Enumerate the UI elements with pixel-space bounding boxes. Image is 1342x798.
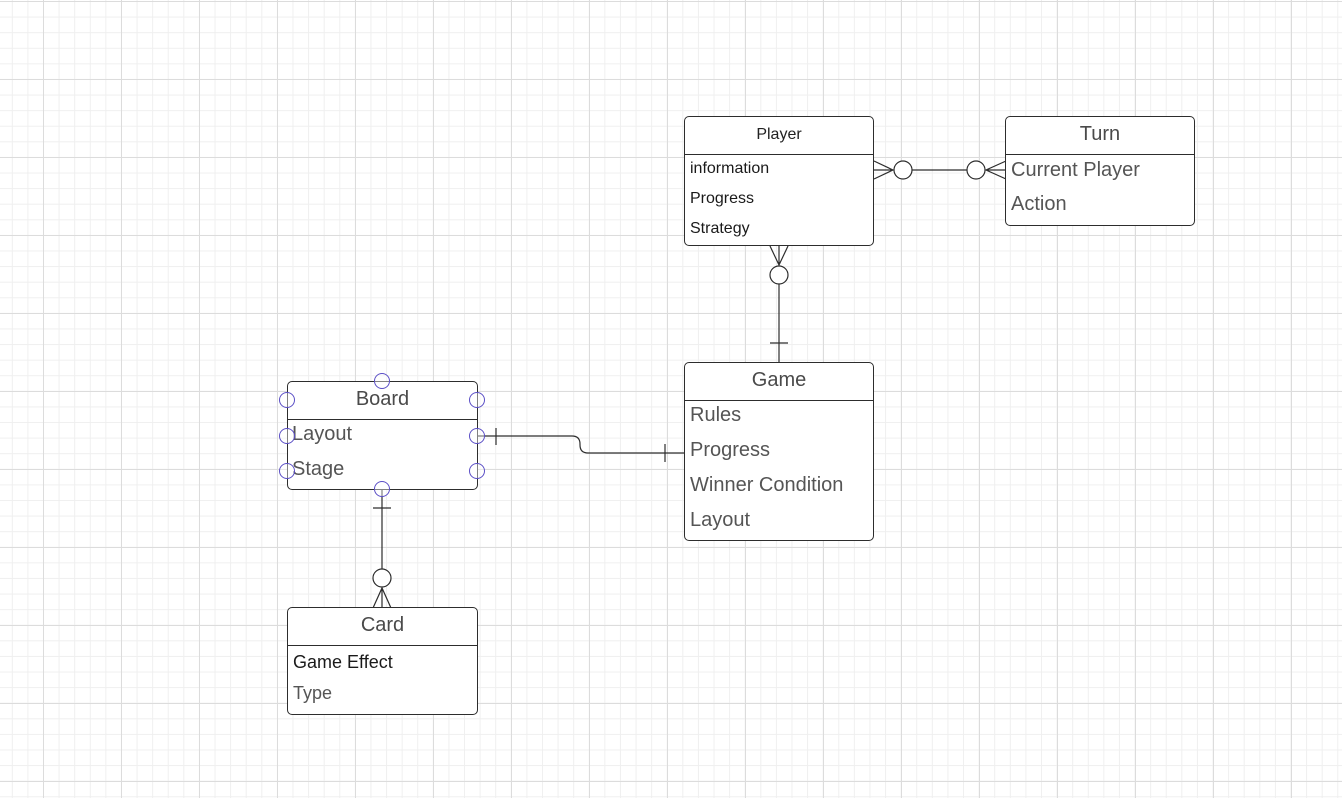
entity-game-title: Game [685,363,873,401]
field-turn-action: Action [1011,193,1067,215]
connection-handle-bottom[interactable] [374,481,390,497]
entity-turn[interactable]: Turn Current Player Action [1005,116,1195,226]
entity-game[interactable]: Game Rules Progress Winner Condition Lay… [684,362,874,541]
field-card-game-effect: Game Effect [293,652,393,672]
field-player-progress: Progress [690,190,755,207]
field-board-layout: Layout [292,423,353,445]
field-game-winner-condition: Winner Condition [690,474,844,496]
entity-card[interactable]: Card Game Effect Type [287,607,478,715]
field-turn-current-player: Current Player [1011,159,1140,181]
field-game-progress: Progress [690,439,771,461]
entity-board[interactable]: Board Layout Stage [287,381,478,490]
relationship-board-card[interactable] [372,489,392,609]
field-board-stage: Stage [292,458,345,480]
connection-handle-left-3[interactable] [279,463,295,479]
field-player-information: information [690,160,770,177]
entity-board-title: Board [288,382,477,420]
connection-handle-right-2[interactable] [469,428,485,444]
field-player-strategy: Strategy [690,220,750,237]
field-card-type: Type [293,683,333,703]
entity-player-title: Player [685,117,873,155]
relationship-player-game[interactable] [769,245,789,363]
entity-player[interactable]: Player information Progress Strategy [684,116,874,246]
connection-handle-left-2[interactable] [279,428,295,444]
connection-handle-right-1[interactable] [469,392,485,408]
connection-handle-top[interactable] [374,373,390,389]
entity-turn-title: Turn [1006,117,1194,155]
relationship-board-game[interactable] [477,428,685,462]
connection-handle-left-1[interactable] [279,392,295,408]
entity-card-title: Card [288,608,477,646]
field-game-rules: Rules [690,404,742,426]
relationship-player-turn[interactable] [873,160,1007,180]
connection-handle-right-3[interactable] [469,463,485,479]
field-game-layout: Layout [690,509,751,531]
